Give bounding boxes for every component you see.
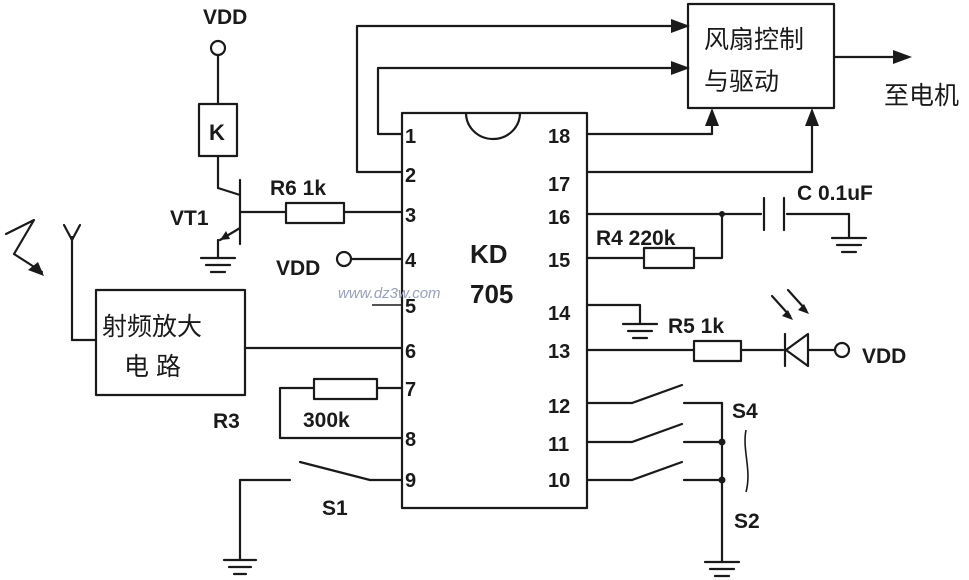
watermark-text: www.dz3w.com [338, 285, 441, 302]
vdd-top-label: VDD [203, 6, 247, 29]
switch-s1 [238, 460, 404, 562]
pin-11: 11 [548, 434, 569, 456]
vdd-top-terminal: VDD [203, 6, 247, 106]
pin-12: 12 [548, 396, 570, 418]
antenna-icon [62, 223, 98, 342]
pin-1: 1 [405, 126, 416, 148]
pin-18: 18 [548, 126, 570, 148]
fan-block-line1: 风扇控制 [704, 26, 804, 54]
rf-block-line2: 电 路 [124, 353, 181, 381]
switch-group-bracket [744, 429, 749, 493]
collector-lead [216, 186, 242, 197]
ic-name-line1: KD [470, 239, 508, 269]
arrow-pin17-fan [805, 108, 819, 126]
pin-17: 17 [548, 174, 570, 196]
wire-cap-ground [785, 212, 851, 240]
pin-2: 2 [405, 165, 416, 187]
switch-s3 [585, 422, 724, 444]
arrow-pin2-fan [671, 19, 690, 33]
vdd-pin4-label: VDD [276, 257, 320, 280]
ic-kd705: KD 705 [400, 111, 589, 510]
pin-13: 13 [548, 341, 570, 363]
vdd-led-label: VDD [862, 345, 906, 368]
r3-value-label: 300k [303, 409, 350, 432]
pin-15: 15 [548, 250, 570, 272]
pin-4: 4 [405, 250, 417, 272]
fan-block-line2: 与驱动 [704, 68, 779, 96]
r6-label: R6 1k [270, 177, 326, 200]
r5-label: R5 1k [668, 315, 724, 338]
s1-label: S1 [322, 497, 348, 520]
wire-pin18-fan [585, 116, 714, 136]
junction-sw-10 [718, 476, 726, 484]
ground-symbol-vt1 [199, 256, 237, 274]
pin-3: 3 [405, 205, 416, 227]
wire-pin17-fan [585, 116, 814, 174]
resistor-r3 [312, 377, 379, 401]
relay-coil: K [197, 102, 239, 158]
pin-9: 9 [405, 470, 416, 492]
wire-r3-pin8 [278, 386, 404, 440]
ground-symbol-cap [830, 236, 868, 254]
ground-symbol-switches [703, 560, 741, 578]
arrow-pin1-fan [671, 61, 690, 75]
junction-sw-11 [718, 438, 726, 446]
arrow-pin18-fan [705, 108, 719, 126]
junction-r4 [719, 211, 725, 217]
switch-s2 [585, 460, 724, 482]
led-icon [770, 288, 837, 368]
ground-symbol-s1 [222, 558, 258, 576]
motor-label: 至电机 [884, 82, 959, 110]
ic-name-line2: 705 [470, 279, 513, 309]
relay-label: K [209, 120, 225, 145]
motor-output-arrow [893, 50, 912, 64]
pin-6: 6 [405, 341, 416, 363]
vdd-pin4-node [335, 250, 353, 268]
wire-pin2-fan [355, 24, 682, 174]
pin-16: 16 [548, 207, 570, 229]
switch-s4 [585, 383, 724, 405]
wire-pin1-fan [376, 66, 682, 136]
emitter-arrow [220, 231, 230, 240]
s4-label: S4 [732, 400, 758, 423]
wire-pin14-ground [585, 303, 642, 326]
rf-amplifier-block: 射频放大 电 路 [94, 288, 247, 397]
resistor-r4 [642, 246, 696, 270]
signal-wave-icon [4, 218, 44, 276]
wire-r4-node [692, 212, 724, 260]
pin-5: 5 [405, 296, 416, 318]
pin-7: 7 [405, 379, 416, 401]
pin-8: 8 [405, 429, 416, 451]
pin-14: 14 [548, 303, 571, 325]
r3-name-label: R3 [213, 410, 240, 433]
s2-label: S2 [734, 510, 760, 533]
resistor-r5 [692, 339, 743, 363]
fan-control-block: 风扇控制 与驱动 [686, 2, 836, 110]
vdd-led-node [833, 341, 851, 359]
pin-numbers-left: 1 2 3 4 5 6 7 8 9 [405, 126, 417, 492]
r4-label: R4 220k [596, 227, 676, 250]
resistor-r6 [284, 201, 346, 225]
pin-10: 10 [548, 470, 570, 492]
vdd-top-node [209, 39, 227, 57]
transistor-label: VT1 [170, 207, 209, 230]
rf-block-line1: 射频放大 [102, 313, 202, 341]
capacitor-label: C 0.1uF [797, 182, 873, 205]
pin-numbers-right: 18 17 16 15 14 13 12 11 10 [548, 126, 571, 492]
ground-symbol-pin14 [621, 322, 659, 340]
